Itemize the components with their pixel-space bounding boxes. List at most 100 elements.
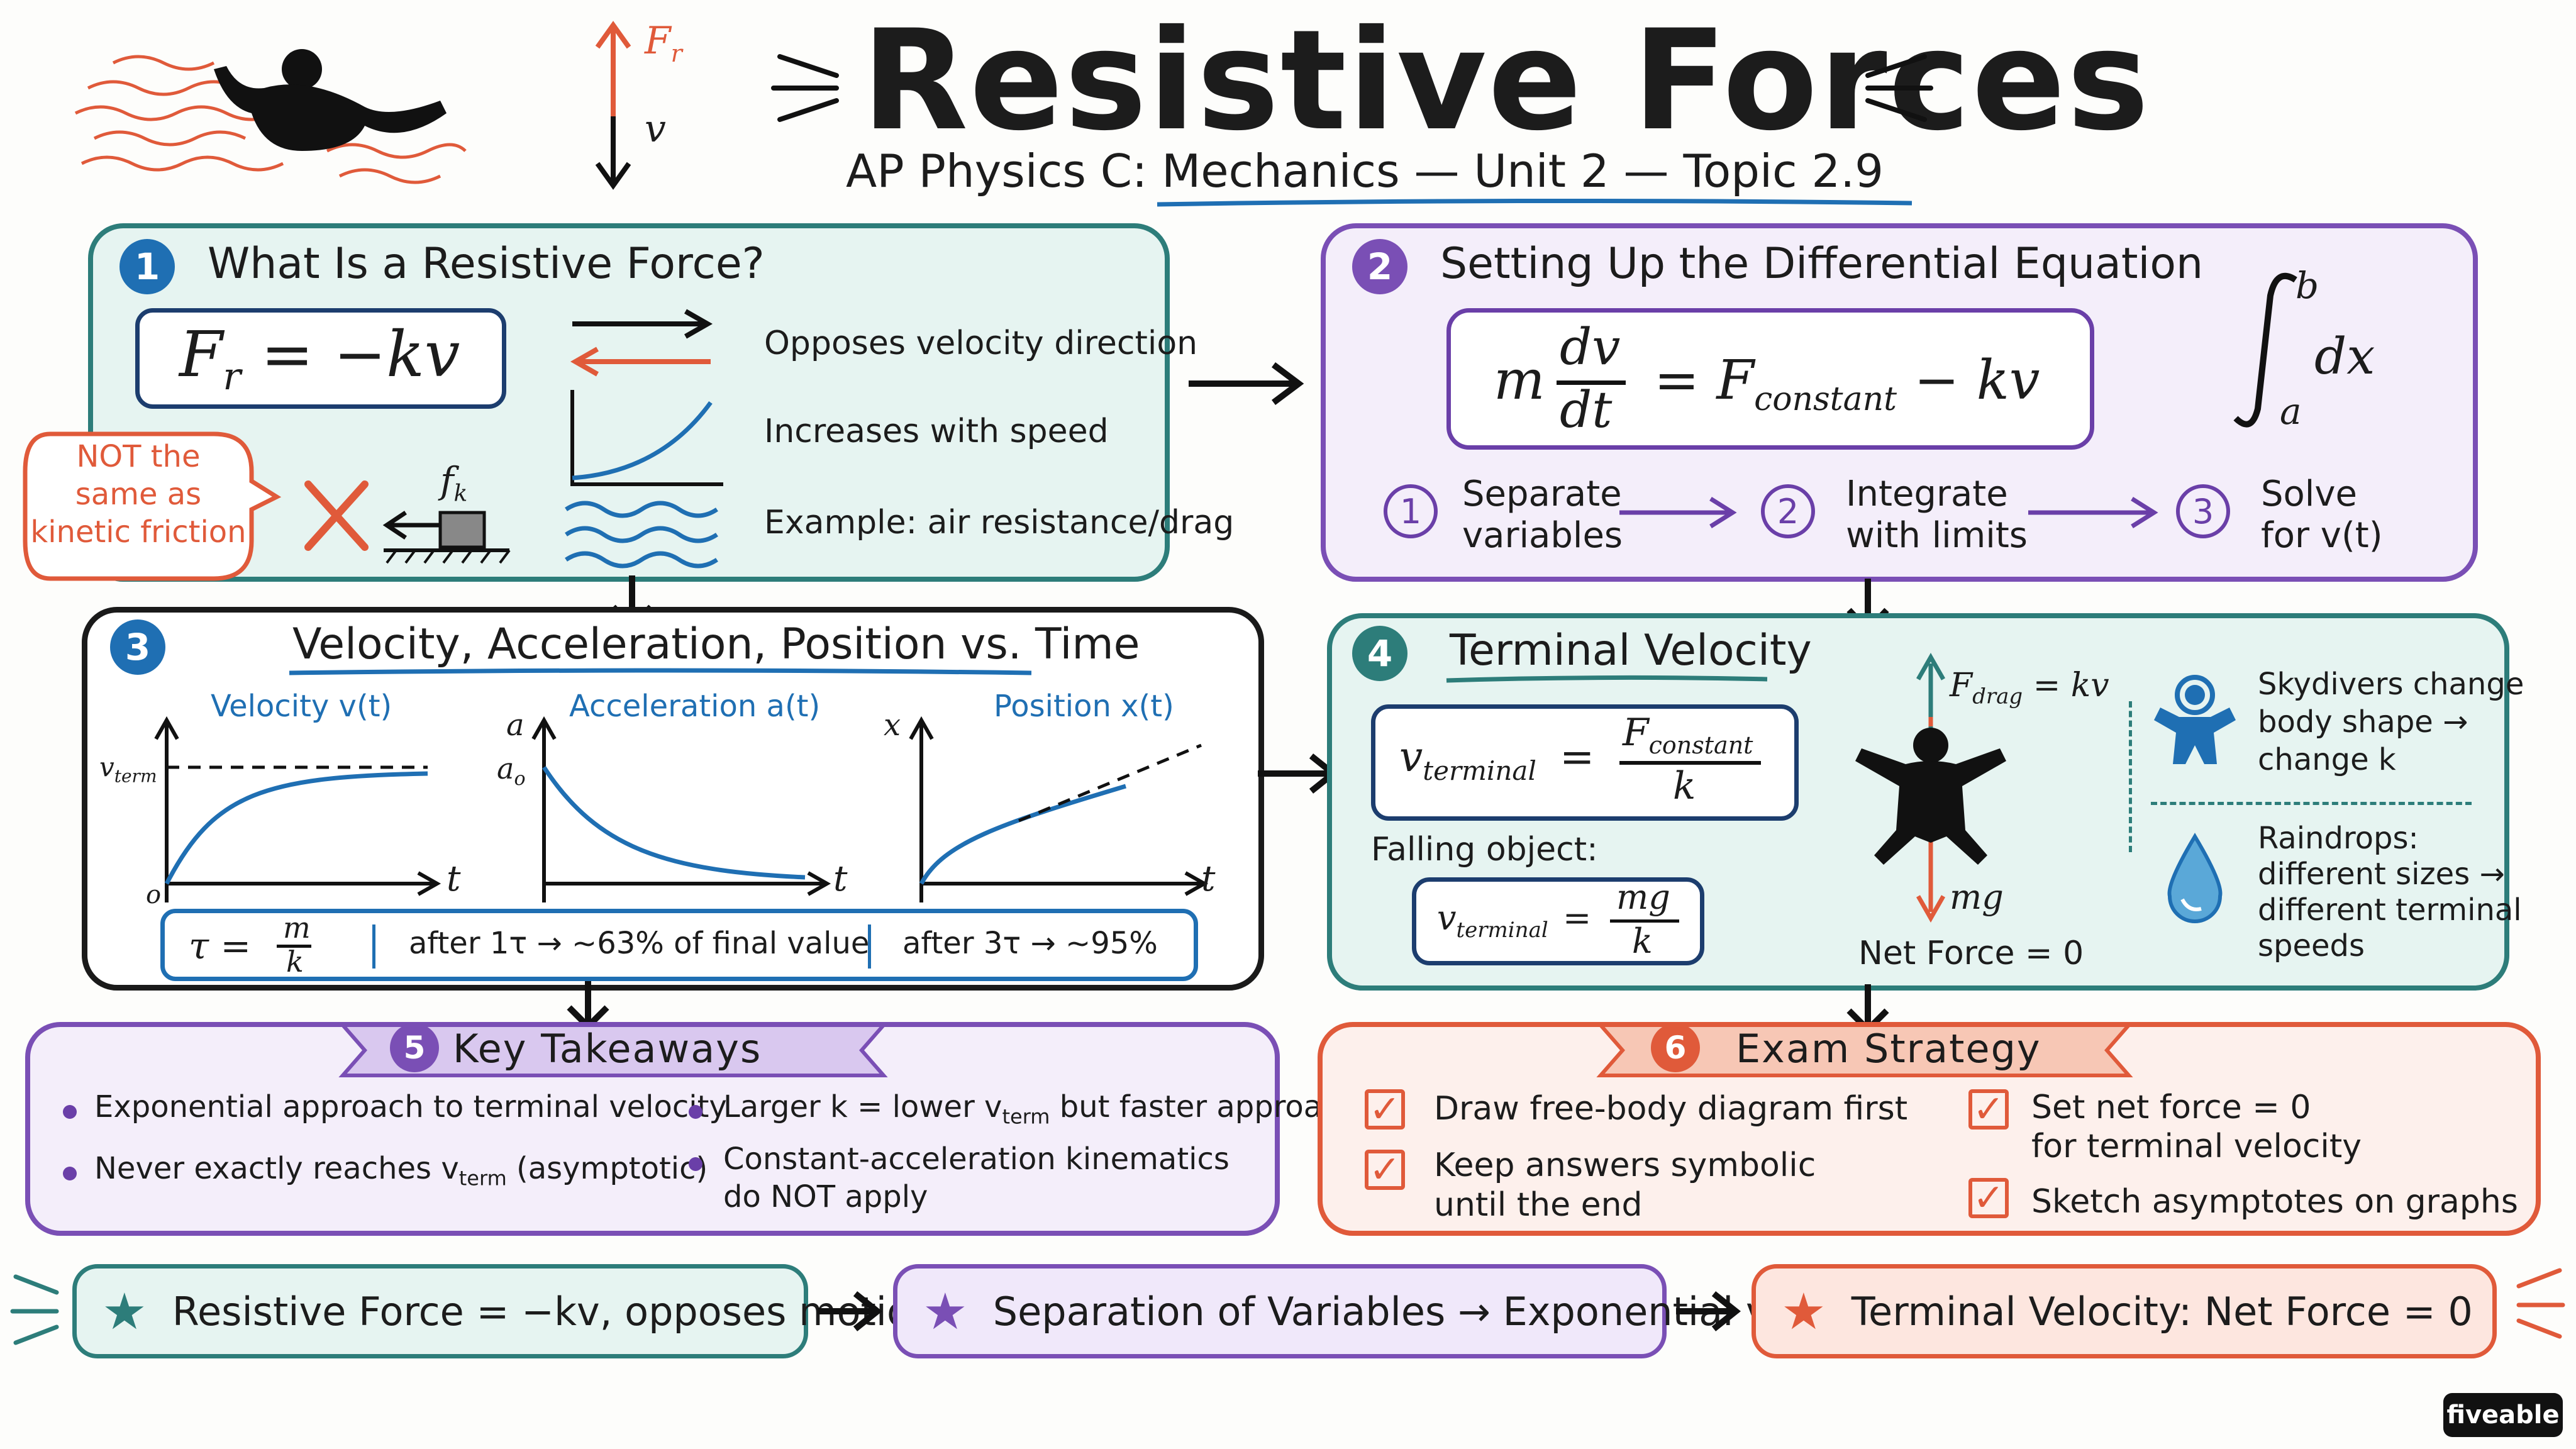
- skydiver-shape-icon: [2154, 675, 2236, 764]
- step-arrow-1: [1619, 497, 1737, 528]
- panel4-horizontal-divider: [2151, 802, 2472, 805]
- force-velocity-arrows: [595, 21, 631, 190]
- page-title: Resistive Forces: [862, 0, 2151, 161]
- page-subtitle: AP Physics C: Mechanics — Unit 2 — Topic…: [846, 145, 1884, 197]
- takeaway-3: Larger k = lower vterm but faster approa…: [723, 1089, 1358, 1129]
- increasing-curve-icon: [570, 390, 723, 486]
- not-kinetic-friction-bubble: [23, 431, 282, 581]
- position-graph: [909, 716, 1209, 902]
- after-1-tau: after 1τ → ~63% of final value: [409, 926, 870, 961]
- fr-formula-box: [135, 308, 506, 409]
- integral-upper: b: [2296, 264, 2319, 307]
- strategy-2-line2: until the end: [1434, 1186, 1643, 1224]
- summary-terminal-velocity: ★ Terminal Velocity: Net Force = 0: [1752, 1264, 2497, 1358]
- takeaway-bullet-2: [63, 1167, 77, 1180]
- fact-example: Example: air resistance/drag: [764, 504, 1235, 541]
- acceleration-graph: [531, 716, 831, 902]
- takeaway-2: Never exactly reaches vterm (asymptotic): [94, 1151, 708, 1191]
- strategy-check-2: ✓: [1365, 1150, 1405, 1190]
- panel3-title-underline: [289, 668, 1032, 675]
- step1-line2: variables: [1462, 515, 1623, 556]
- purple-star-icon: ★: [923, 1282, 968, 1341]
- takeaway-bullet-3: [689, 1105, 702, 1119]
- title-accent-left: [771, 54, 839, 122]
- eq-dt: dt: [1560, 380, 1613, 439]
- panel2-number-badge: 2: [1352, 239, 1407, 294]
- strategy-check-4: ✓: [1968, 1178, 2009, 1218]
- takeaway-bullet-1: [63, 1105, 77, 1119]
- eq-dv: dv: [1560, 318, 1621, 376]
- takeaway-4-line1: Constant-acceleration kinematics: [723, 1141, 1230, 1177]
- strategy-check-3: ✓: [1968, 1089, 2009, 1130]
- panel5-number-badge: 5: [390, 1023, 439, 1072]
- summary-accent-right: [2516, 1268, 2565, 1339]
- strategy-check-1: ✓: [1365, 1089, 1405, 1130]
- eq-m: m: [1494, 349, 1545, 412]
- vt-lhs: vterminal: [1399, 733, 1536, 787]
- friction-block-icon: [382, 511, 511, 564]
- summary-accent-left: [10, 1274, 59, 1345]
- falling-object-label: Falling object:: [1371, 831, 1598, 869]
- panel4-title: Terminal Velocity: [1450, 626, 1812, 675]
- panel6-title: Exam Strategy: [1736, 1025, 2041, 1072]
- eq-fraction-bar: [1557, 380, 1626, 385]
- v-label: v: [645, 107, 666, 151]
- a-axis-label: a: [506, 708, 525, 743]
- time-constant-box: [160, 909, 1198, 981]
- panel2-title: Setting Up the Differential Equation: [1440, 239, 2204, 289]
- vt2-bar: [1610, 919, 1679, 923]
- summary-resistive-force: ★ Resistive Force = −kv, opposes motion: [72, 1264, 935, 1358]
- eq-rhs: = Fconstant − kv: [1654, 349, 2040, 419]
- origin-label: o: [146, 880, 162, 909]
- panel5-title: Key Takeaways: [453, 1025, 762, 1072]
- step-arrow-2: [2028, 497, 2158, 528]
- fr-formula: Fr = −kv: [179, 318, 460, 399]
- not-same-line2: same as: [75, 477, 202, 512]
- takeaway-bullet-4: [689, 1157, 702, 1171]
- vt-num: Fconstant: [1623, 711, 1753, 759]
- integral-lower: a: [2280, 390, 2302, 433]
- panel6-ribbon: [1596, 1023, 2133, 1077]
- panel6-number-badge: 6: [1651, 1023, 1700, 1072]
- raindrops-line2: different sizes →: [2258, 857, 2505, 892]
- vt-den: k: [1673, 764, 1696, 808]
- skydiver-free-body-diagram: [1855, 652, 2006, 923]
- vt2-eq: =: [1563, 898, 1592, 938]
- subtitle-underline: [1157, 198, 1913, 207]
- integral-symbol: [2233, 272, 2297, 428]
- tau-num: m: [283, 911, 311, 945]
- step1-line1: Separate: [1462, 474, 1622, 514]
- acceleration-graph-title: Acceleration a(t): [569, 689, 821, 724]
- diffeq-box: [1446, 308, 2094, 450]
- summary-arrow-1: [818, 1291, 883, 1331]
- panel1-title: What Is a Resistive Force?: [208, 239, 765, 289]
- step3-line2: for v(t): [2261, 515, 2383, 556]
- panel5-ribbon: [338, 1023, 888, 1077]
- vt2-den: k: [1632, 921, 1653, 961]
- skydivers-line3: change k: [2258, 742, 2396, 777]
- fr-label: Fr: [645, 19, 682, 67]
- takeaway-4-line2: do NOT apply: [723, 1179, 928, 1214]
- takeaway-1: Exponential approach to terminal velocit…: [94, 1089, 727, 1124]
- panel4-number-badge: 4: [1352, 626, 1407, 681]
- fact-opposes: Opposes velocity direction: [764, 325, 1198, 362]
- integral-dx: dx: [2314, 327, 2375, 386]
- panel3-number-badge: 3: [110, 619, 165, 675]
- strategy-4: Sketch asymptotes on graphs: [2031, 1183, 2518, 1221]
- t-axis-label-3: t: [1201, 858, 1216, 899]
- red-star-icon: ★: [1781, 1282, 1826, 1341]
- arrow-1-to-2: [1189, 362, 1304, 405]
- t-axis-label-2: t: [833, 858, 848, 899]
- vt2-num: mg: [1616, 877, 1670, 917]
- step3-line1: Solve: [2261, 474, 2357, 514]
- step1-circle: 1: [1384, 484, 1438, 538]
- net-force-label: Net Force = 0: [1858, 935, 2084, 972]
- step2-line2: with limits: [1846, 515, 2028, 556]
- a0-label: ao: [497, 752, 526, 791]
- x-axis-label: x: [884, 708, 901, 743]
- teal-star-icon: ★: [102, 1282, 147, 1341]
- not-same-line1: NOT the: [76, 439, 201, 474]
- t-axis-label-1: t: [447, 858, 461, 899]
- fiveable-logo: fiveable: [2443, 1393, 2563, 1437]
- vt-eq: =: [1560, 733, 1595, 781]
